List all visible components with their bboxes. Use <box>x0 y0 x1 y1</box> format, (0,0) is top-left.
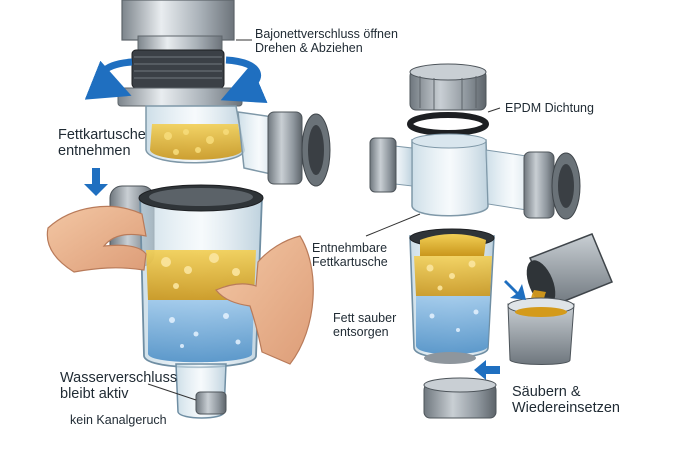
epdm-seal-ring <box>407 112 489 136</box>
label-bayonet-line2: Drehen & Abziehen <box>255 41 363 55</box>
right-hand <box>215 235 314 365</box>
pour-arrow-icon <box>504 280 526 300</box>
label-grease-cartridge-remove: Fettkartusche entnehmen <box>58 127 146 159</box>
label-clean-line1: Säubern & <box>512 384 581 400</box>
rotate-arrow-icon <box>84 56 268 104</box>
down-arrow-icon <box>84 168 108 196</box>
label-clean-reinsert: Säubern & Wiedereinsetzen <box>512 384 620 416</box>
label-dispose-line2: entsorgen <box>333 325 389 339</box>
right-housing-glass <box>369 133 581 220</box>
label-removable-cartridge: Entnehmbare Fettkartusche <box>312 241 388 269</box>
upper-housing-glass <box>145 105 245 164</box>
label-grease-cartridge-line1: Fettkartusche <box>58 127 146 143</box>
label-epdm: EPDM Dichtung <box>505 101 594 115</box>
label-clean-line2: Wiedereinsetzen <box>512 400 620 417</box>
bayonet-collar <box>117 49 243 107</box>
disposal-tub <box>507 297 575 365</box>
bottom-cap <box>423 377 497 419</box>
label-removable-line1: Entnehmbare <box>312 241 388 255</box>
label-water-seal-line1: Wasserverschluss <box>60 370 178 386</box>
label-bayonet: Bajonettverschluss öffnen Drehen & Abzie… <box>255 27 398 55</box>
epdm-leader-line <box>487 107 501 113</box>
label-water-seal-line2: bleibt aktiv <box>60 386 129 403</box>
label-dispose-grease: Fett sauber entsorgen <box>333 311 396 339</box>
left-hand <box>46 205 147 273</box>
drain-pipe-steel <box>121 0 235 51</box>
removable-cartridge <box>409 228 495 364</box>
label-grease-cartridge-line2: entnehmen <box>58 143 131 160</box>
label-dispose-line1: Fett sauber <box>333 311 397 325</box>
water-seal-leader-line <box>147 383 197 401</box>
label-no-odor: kein Kanalgeruch <box>70 413 167 427</box>
label-water-seal: Wasserverschluss bleibt aktiv <box>60 370 177 402</box>
label-bayonet-line1: Bajonettverschluss öffnen <box>255 27 398 41</box>
side-outlet-pipe-left <box>237 111 331 187</box>
insert-arrow-icon <box>474 360 500 380</box>
label-removable-line2: Fettkartusche <box>312 255 388 269</box>
removable-leader-line <box>365 213 421 237</box>
top-cap <box>409 63 487 111</box>
